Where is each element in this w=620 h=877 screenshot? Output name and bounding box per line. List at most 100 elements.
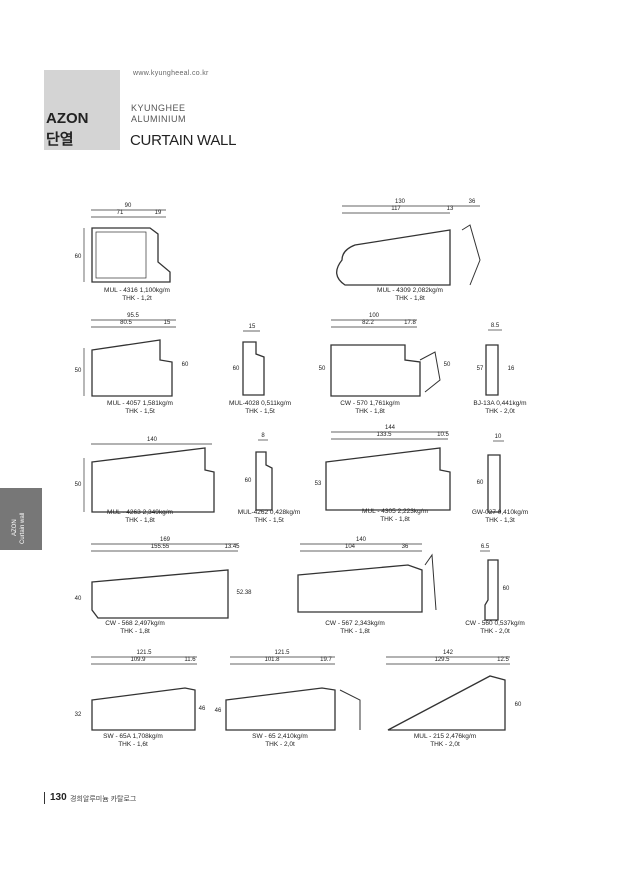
profile-caption: CW - 570 1,761kg/m THK - 1,8t [325, 400, 415, 416]
dim-label: 17.8 [404, 320, 416, 326]
page-divider [44, 792, 45, 804]
profile-caption: MUL-4262 0,428kg/m THK - 1,5t [224, 509, 314, 525]
dim-label: 13.45 [224, 544, 240, 550]
profile-code: MUL - 4309 [377, 287, 411, 294]
profile-weight: 0,511kg/m [261, 400, 292, 407]
profile-code: MUL - 4305 [362, 508, 396, 515]
profile-code: MUL-4028 [228, 400, 260, 407]
company-name-line2: ALUMINIUM [131, 114, 187, 124]
profile-thickness: THK - 1,3t [485, 517, 515, 524]
profile-thickness: THK - 1,5t [125, 408, 155, 415]
profile-code: CW - 568 [105, 620, 133, 627]
dim-label: 140 [356, 537, 367, 543]
brand-korean: 단열 [46, 131, 74, 148]
dim-label: 60 [503, 586, 510, 592]
side-tab[interactable]: Curtain wall AZON [0, 488, 42, 550]
profile-weight: 2,497kg/m [134, 620, 165, 627]
profile-caption: CW - 567 2,343kg/m THK - 1,8t [310, 620, 400, 636]
profile-caption: CW - 568 2,497kg/m THK - 1,8t [90, 620, 180, 636]
dim-label: 82.2 [362, 320, 374, 326]
dim-label: 10.5 [437, 432, 449, 438]
profile-caption: SW - 65 2,410kg/m THK - 2,0t [235, 733, 325, 749]
dim-label: 100 [369, 313, 380, 319]
dim-label: 121.5 [274, 650, 290, 656]
profile-code: MUL - 4263 [107, 509, 141, 516]
dim-label: 19 [155, 210, 162, 216]
profile-weight: 2,349kg/m [142, 509, 173, 516]
dim-label: 46 [199, 706, 206, 712]
profile-thickness: THK - 1,2t [122, 295, 152, 302]
profile-weight: 1,708kg/m [132, 733, 163, 740]
profile-weight: 2,476kg/m [445, 733, 477, 740]
dim-label: 11.6 [184, 657, 196, 663]
profile-weight: 0,441kg/m [496, 400, 527, 407]
dim-label: 169 [160, 537, 171, 543]
dim-label: 15 [249, 324, 256, 330]
dim-label: 60 [182, 362, 189, 368]
profile-thickness: THK - 1,6t [118, 741, 148, 748]
profile-code: BJ-13A [473, 400, 495, 407]
profile-code: MUL - 4316 [104, 287, 138, 294]
dim-label: 144 [385, 425, 396, 431]
profile-code: GW-027 [471, 509, 496, 516]
profile-weight: 1,761kg/m [369, 400, 400, 407]
profile-thickness: THK - 1,5t [254, 517, 284, 524]
profile-code: CW - 560 [465, 620, 493, 627]
profile-caption: MUL - 4057 1,581kg/m THK - 1,5t [95, 400, 185, 416]
dim-label: 12.5 [497, 657, 509, 663]
dim-label: 6.5 [481, 544, 490, 550]
profile-caption: MUL - 4309 2,082kg/m THK - 1,8t [360, 287, 460, 303]
profile-caption: SW - 65A 1,708kg/m THK - 1,6t [88, 733, 178, 749]
dim-label: 140 [147, 437, 158, 443]
footer-caption: 경희알루미늄 카탈로그 [70, 796, 137, 803]
section-title: CURTAIN WALL [130, 132, 237, 149]
dim-label: 130 [395, 199, 406, 205]
dim-label: 13 [447, 206, 454, 212]
profile-caption: BJ-13A 0,441kg/m THK - 2,0t [460, 400, 540, 416]
dim-label: 40 [75, 596, 82, 602]
profile-weight: 1,100kg/m [139, 287, 170, 294]
dim-label: 15 [164, 320, 171, 326]
profile-code: SW - 65 [252, 733, 276, 740]
profile-caption: MUL - 4316 1,100kg/m THK - 1,2t [92, 287, 182, 303]
dim-label: 36 [402, 544, 409, 550]
dim-label: 50 [75, 482, 82, 488]
profile-weight: 0,428kg/m [269, 509, 301, 516]
dim-label: 8.5 [491, 323, 500, 329]
profile-thickness: THK - 2,0t [430, 741, 460, 748]
profile-thickness: THK - 1,8t [120, 628, 150, 635]
profile-thickness: THK - 2,0t [265, 741, 295, 748]
brand-code: AZON [46, 110, 89, 127]
dim-label: 142 [443, 650, 454, 656]
dim-label: 32 [75, 712, 82, 718]
dim-label: 60 [233, 366, 240, 372]
dim-label: 80.5 [120, 320, 132, 326]
dim-label: 109.9 [130, 657, 146, 663]
profile-code: MUL - 215 [413, 733, 444, 740]
profile-thickness: THK - 1,8t [340, 628, 370, 635]
profile-thickness: THK - 1,8t [355, 408, 385, 415]
profile-thickness: THK - 2,0t [480, 628, 510, 635]
dim-label: 60 [75, 254, 82, 260]
profile-code: MUL-4262 [237, 509, 269, 516]
profile-weight: 2,082kg/m [412, 287, 443, 294]
profile-thickness: THK - 1,8t [380, 516, 410, 523]
dim-label: 71 [117, 210, 124, 216]
profile-caption: MUL - 4263 2,349kg/m THK - 1,8t [95, 509, 185, 525]
dim-label: 60 [245, 478, 252, 484]
profile-code: CW - 567 [325, 620, 353, 627]
profile-thickness: THK - 1,8t [125, 517, 155, 524]
profile-thickness: THK - 1,5t [245, 408, 275, 415]
dim-label: 8 [261, 433, 265, 439]
dim-label: 90 [125, 203, 132, 209]
dim-label: 133.5 [376, 432, 392, 438]
dim-label: 117 [391, 206, 401, 212]
dim-label: 53 [315, 481, 322, 487]
profile-code: SW - 65A [103, 733, 131, 740]
dim-label: 95.5 [127, 313, 139, 319]
profile-weight: 2,343kg/m [354, 620, 385, 627]
dim-label: 57 [477, 366, 484, 372]
dim-label: 50 [319, 366, 326, 372]
dim-label: 129.5 [434, 657, 450, 663]
